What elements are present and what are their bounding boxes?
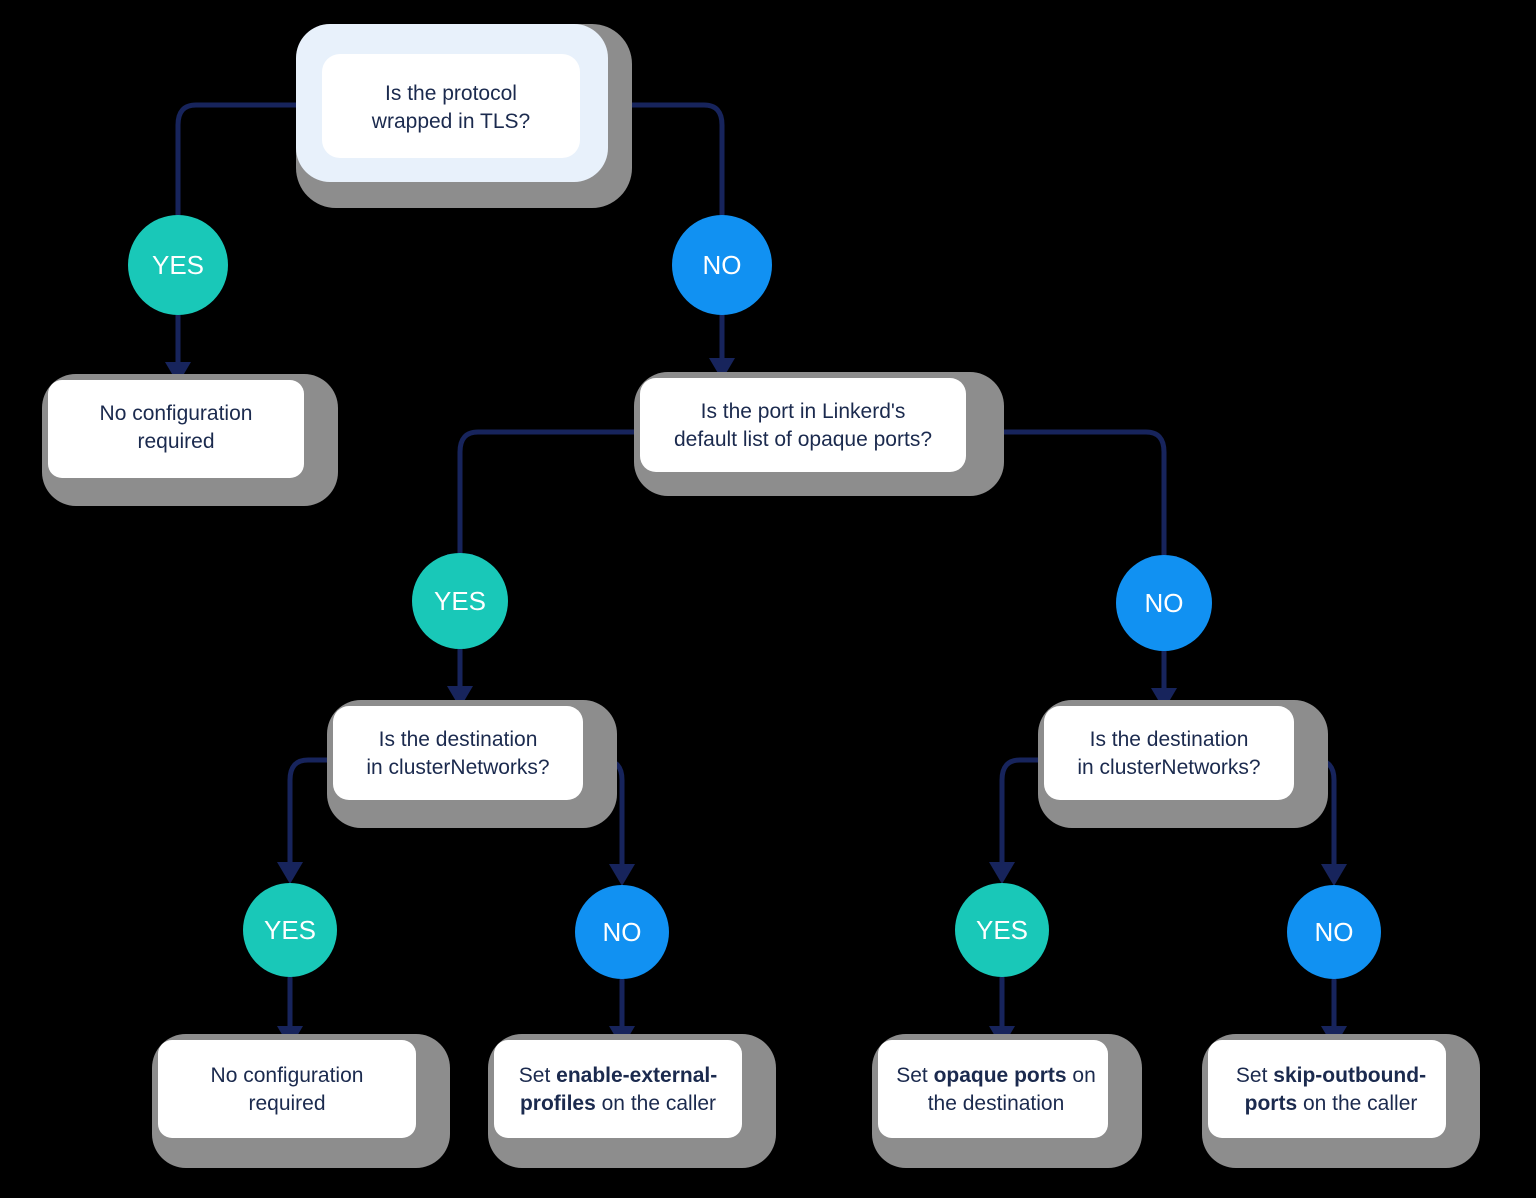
edge-q3-yes (277, 757, 339, 884)
edge-yes-noconfig-1 (165, 309, 191, 384)
node-t3-line-2: profiles on the caller (520, 1092, 716, 1115)
badge-b4-no[interactable]: NO (1116, 555, 1212, 651)
badge-b8-label: NO (1315, 917, 1354, 947)
node-t1-line-2: required (137, 430, 214, 453)
no-circle (672, 215, 772, 315)
node-q3-line-1: Is the destination (379, 728, 538, 751)
badge-b1-label: YES (152, 250, 204, 280)
node-q1-line-1: Is the protocol (385, 82, 517, 105)
node-q4-destination-in-clusternetworks[interactable]: Is the destination in clusterNetworks? (1038, 700, 1328, 828)
node-t4-line-2: the destination (928, 1092, 1065, 1115)
badge-b3-label: YES (434, 586, 486, 616)
yes-circle (955, 883, 1049, 977)
node-q2-line-2: default list of opaque ports? (674, 428, 932, 451)
edge-q4-yes (989, 757, 1049, 884)
node-t5-line-1: Set skip-outbound- (1236, 1064, 1426, 1087)
node-q3-destination-in-clusternetworks[interactable]: Is the destination in clusterNetworks? (327, 700, 617, 828)
badge-b7-label: YES (976, 915, 1028, 945)
edge-no-q2 (709, 309, 735, 380)
badge-b2-label: NO (703, 250, 742, 280)
node-q1-line-2: wrapped in TLS? (371, 110, 530, 133)
yes-circle (243, 883, 337, 977)
node-t4-set-opaque-ports[interactable]: Set opaque ports on the destination (872, 1034, 1142, 1168)
node-t1-no-configuration-required[interactable]: No configuration required (42, 374, 338, 506)
edge-yes-q3 (447, 645, 473, 708)
edge-q2-yes (447, 429, 643, 576)
node-q4-line-1: Is the destination (1090, 728, 1249, 751)
node-t2-line-1: No configuration (211, 1064, 364, 1087)
node-q4-line-2: in clusterNetworks? (1077, 756, 1260, 779)
badge-b8-no[interactable]: NO (1287, 885, 1381, 979)
no-circle (1116, 555, 1212, 651)
node-q2-line-1: Is the port in Linkerd's (701, 400, 906, 423)
badge-b3-yes[interactable]: YES (412, 553, 508, 649)
node-t3-set-enable-external-profiles[interactable]: Set enable-external- profiles on the cal… (488, 1034, 776, 1168)
yes-circle (412, 553, 508, 649)
badge-b6-label: NO (603, 917, 642, 947)
badge-b6-no[interactable]: NO (575, 885, 669, 979)
node-t3-line-1: Set enable-external- (519, 1064, 717, 1087)
edge-no-q4 (1151, 647, 1177, 710)
node-t2-line-2: required (248, 1092, 325, 1115)
node-q3-line-2: in clusterNetworks? (366, 756, 549, 779)
node-t5-set-skip-outbound-ports[interactable]: Set skip-outbound- ports on the caller (1202, 1034, 1480, 1168)
badge-b5-yes[interactable]: YES (243, 883, 337, 977)
yes-circle (128, 215, 228, 315)
node-q1-protocol-wrapped-tls[interactable]: Is the protocol wrapped in TLS? (296, 24, 632, 208)
badge-b4-label: NO (1145, 588, 1184, 618)
badge-b1-yes[interactable]: YES (128, 215, 228, 315)
badge-b5-label: YES (264, 915, 316, 945)
node-t1-line-1: No configuration (100, 402, 253, 425)
badge-b7-yes[interactable]: YES (955, 883, 1049, 977)
node-t4-line-1: Set opaque ports on (896, 1064, 1096, 1087)
no-circle (1287, 885, 1381, 979)
no-circle (575, 885, 669, 979)
node-t2-no-configuration-required[interactable]: No configuration required (152, 1034, 450, 1168)
badge-b2-no[interactable]: NO (672, 215, 772, 315)
node-t5-line-2: ports on the caller (1245, 1092, 1418, 1115)
node-q2-port-in-default-opaque-list[interactable]: Is the port in Linkerd's default list of… (634, 372, 1004, 496)
